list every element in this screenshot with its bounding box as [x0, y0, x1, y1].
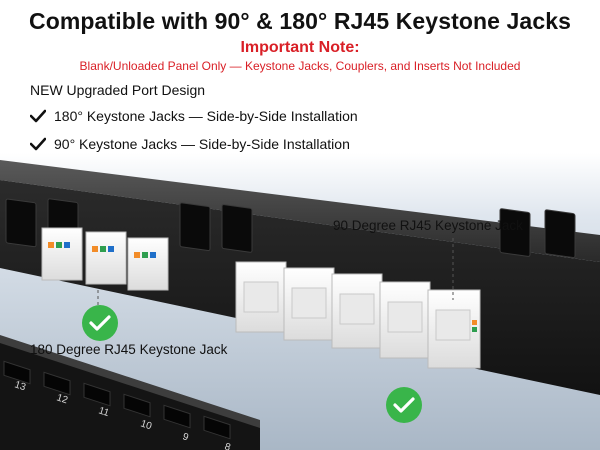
lower-panel-slots [3, 360, 231, 440]
important-note-text: Blank/Unloaded Panel Only — Keystone Jac… [79, 59, 521, 73]
checkmark-icon [30, 109, 46, 123]
port-number: 11 [97, 405, 111, 419]
feature-item: 90° Keystone Jacks — Side-by-Side Instal… [30, 136, 350, 152]
panel-top-lip [0, 160, 600, 262]
port-number: 9 [181, 431, 190, 443]
check-circle-icon [386, 387, 422, 423]
lower-panel-edge [0, 335, 260, 428]
feature-item: 180° Keystone Jacks — Side-by-Side Insta… [30, 108, 358, 124]
port-number: 10 [139, 418, 153, 432]
important-note-title: Important Note: [240, 39, 360, 56]
check-circle-icon [82, 305, 118, 341]
feature-text: 90° Keystone Jacks — Side-by-Side Instal… [54, 136, 350, 152]
design-heading: NEW Upgraded Port Design [30, 82, 206, 98]
jacks-180 [41, 227, 169, 291]
header: Compatible with 90° & 180° RJ45 Keystone… [0, 0, 600, 160]
port-number: 12 [55, 392, 69, 406]
checkmark-icon [30, 137, 46, 151]
port-number: 13 [13, 379, 27, 393]
feature-text: 180° Keystone Jacks — Side-by-Side Insta… [54, 108, 358, 124]
port-number-labels: 13 12 11 10 9 8 [13, 379, 232, 450]
callout-90-degree: 90 Degree RJ45 Keystone Jack [333, 218, 523, 233]
callout-180-degree: 180 Degree RJ45 Keystone Jack [30, 342, 228, 357]
page-title: Compatible with 90° & 180° RJ45 Keystone… [29, 8, 571, 34]
panel-ports [5, 198, 576, 259]
lower-panel [0, 340, 260, 450]
jacks-90 [235, 261, 481, 369]
port-number: 8 [223, 441, 232, 450]
